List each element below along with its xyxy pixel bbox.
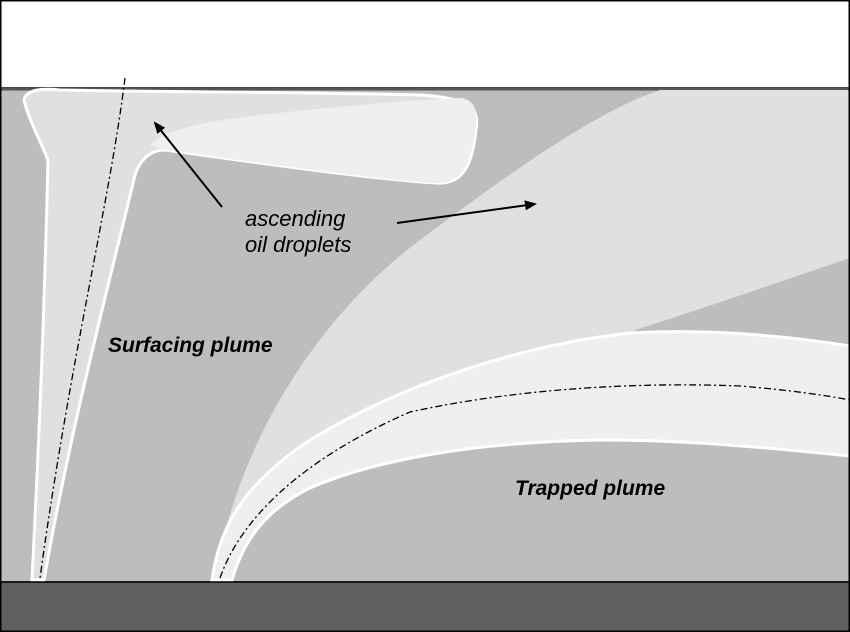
air-region bbox=[0, 0, 850, 89]
label-ascending: ascending bbox=[245, 206, 346, 231]
label-trapped-plume: Trapped plume bbox=[515, 477, 665, 500]
surface-slick bbox=[150, 98, 477, 184]
label-oil-droplets: oil droplets bbox=[245, 232, 351, 257]
trapped-plume-region bbox=[210, 330, 850, 582]
ascending-droplet-cloud bbox=[216, 90, 850, 580]
trapped-plume-centerline bbox=[219, 384, 850, 579]
label-surfacing-plume: Surfacing plume bbox=[108, 334, 273, 357]
seabed bbox=[0, 581, 850, 632]
arrow-to-surfacing-plume bbox=[153, 121, 223, 208]
arrow-to-droplet-cloud bbox=[396, 200, 537, 224]
